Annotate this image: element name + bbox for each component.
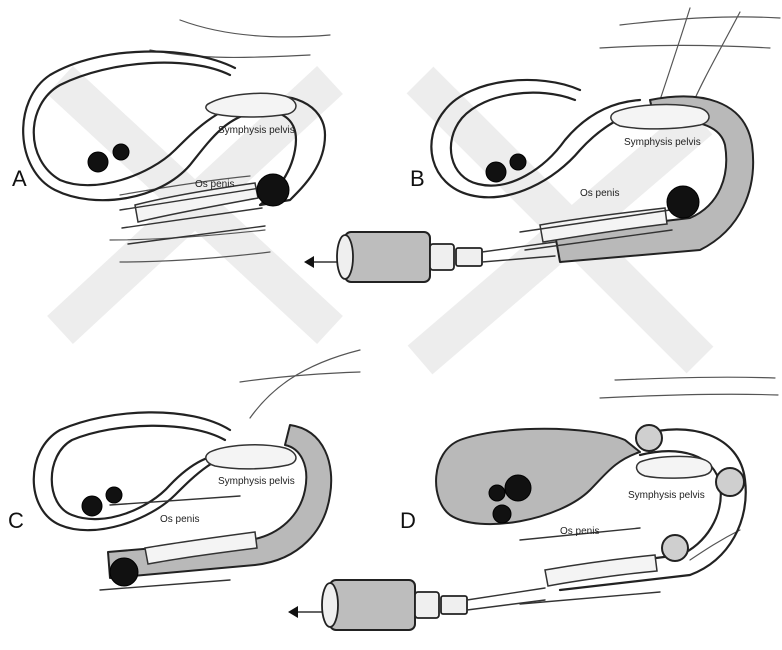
- tissue-line: [600, 394, 778, 398]
- syringe: [288, 580, 545, 630]
- air-bubble: [636, 425, 662, 451]
- bladder-stone: [486, 162, 506, 182]
- tissue-line: [600, 45, 770, 48]
- catheter: [467, 588, 545, 610]
- os-penis-label: Os penis: [195, 179, 234, 190]
- tissue-line: [615, 377, 775, 380]
- urethral-stone: [257, 174, 289, 206]
- bladder-inner-outline: [52, 426, 240, 519]
- syringe-barrel: [330, 580, 415, 630]
- finger-line: [690, 12, 740, 110]
- filled-bladder: [436, 429, 640, 524]
- finger-line: [250, 350, 360, 418]
- tissue-line: [150, 50, 310, 57]
- bladder-stone: [106, 487, 122, 503]
- bladder-stone: [489, 485, 505, 501]
- air-bubble: [716, 468, 744, 496]
- symphysis-pelvis-label: Symphysis pelvis: [628, 490, 705, 501]
- tissue-line: [620, 17, 780, 25]
- bladder-stone: [82, 496, 102, 516]
- air-bubble: [662, 535, 688, 561]
- arrow-icon: [304, 256, 314, 268]
- panel-letter-b: B: [410, 166, 425, 191]
- bladder-stone: [510, 154, 526, 170]
- os-penis-label: Os penis: [160, 514, 199, 525]
- skin-line: [180, 20, 330, 37]
- panel-letter-c: C: [8, 508, 24, 533]
- syringe-plunger: [322, 583, 338, 627]
- syringe-connector: [441, 596, 467, 614]
- bladder-stone: [113, 144, 129, 160]
- syringe-hub: [415, 592, 439, 618]
- symphysis-pelvis-label: Symphysis pelvis: [624, 137, 701, 148]
- symphysis-pelvis-label: Symphysis pelvis: [218, 125, 295, 136]
- arrow-icon: [288, 606, 298, 618]
- bladder-stone: [505, 475, 531, 501]
- os-penis-label: Os penis: [560, 526, 599, 537]
- symphysis-pelvis: [206, 445, 296, 469]
- syringe-hub: [430, 244, 454, 270]
- finger-line: [660, 8, 690, 100]
- symphysis-pelvis-label: Symphysis pelvis: [218, 476, 295, 487]
- panel-letter-d: D: [400, 508, 416, 533]
- symphysis-pelvis: [637, 456, 712, 478]
- os-penis-label: Os penis: [580, 188, 619, 199]
- bladder-stone: [88, 152, 108, 172]
- panel-c: C Symphysis pelvis Os penis: [8, 350, 360, 590]
- urethral-stone: [667, 186, 699, 218]
- urethral-stone: [110, 558, 138, 586]
- syringe-connector: [456, 248, 482, 266]
- syringe-barrel: [345, 232, 430, 282]
- panel-letter-a: A: [12, 166, 27, 191]
- symphysis-pelvis: [611, 105, 709, 129]
- syringe-plunger: [337, 235, 353, 279]
- symphysis-pelvis: [206, 93, 296, 117]
- panel-d: D Symphysis pelvis Os penis: [288, 377, 778, 630]
- bladder-stone: [493, 505, 511, 523]
